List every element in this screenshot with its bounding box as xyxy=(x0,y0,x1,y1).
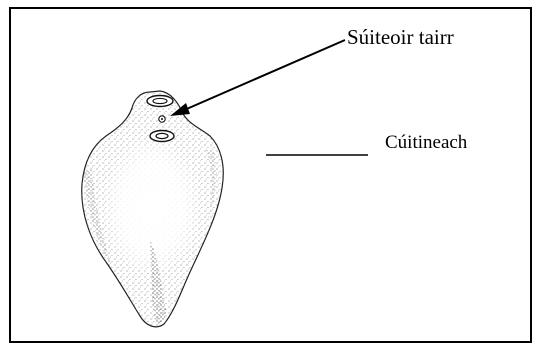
sucker-pointer-arrow xyxy=(170,40,345,116)
fluke-body xyxy=(70,85,240,335)
ventral-sucker-label: Súiteoir tairr xyxy=(347,27,454,48)
genital-pore xyxy=(159,116,165,122)
oral-sucker xyxy=(147,96,173,107)
ventral-sucker xyxy=(150,131,174,142)
cuticle-label: Cúitineach xyxy=(385,133,467,152)
